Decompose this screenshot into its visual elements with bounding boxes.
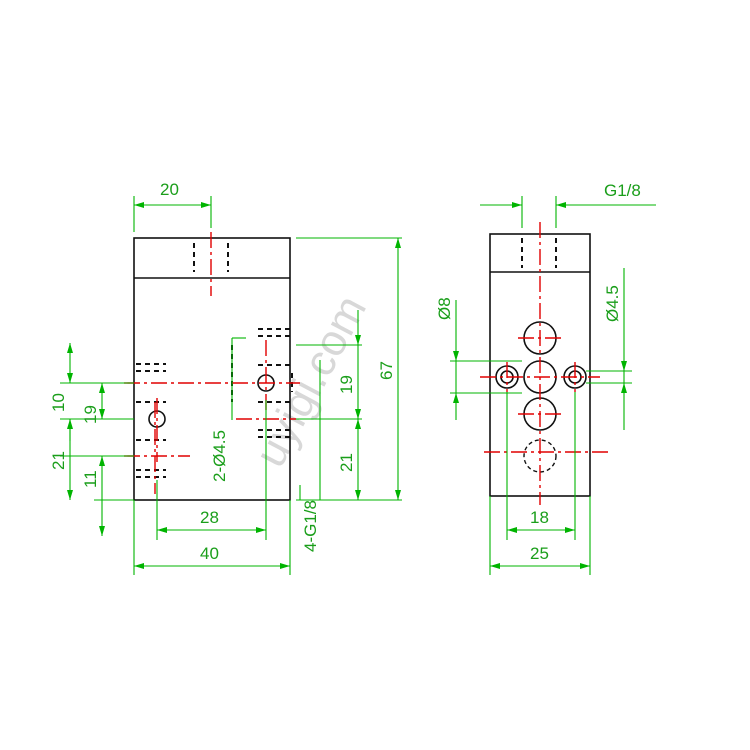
watermark-text: uyigi.com <box>246 288 377 475</box>
side-view-dimension-labels: G1/8 Ø8 Ø4.5 18 25 <box>435 181 641 563</box>
front-view-dimension-labels: 20 10 19 21 11 28 40 67 19 21 2-Ø4.5 4-G… <box>49 180 396 563</box>
dim-bottom-40: 40 <box>200 544 219 563</box>
dim-left-10: 10 <box>49 393 68 412</box>
dim-left-11: 11 <box>81 470 100 488</box>
side-view-arrowheads <box>453 202 627 569</box>
side-view: G1/8 Ø8 Ø4.5 18 25 <box>435 181 656 575</box>
dim-left-19: 19 <box>81 405 100 424</box>
dim-side-18: 18 <box>530 508 549 527</box>
front-view-arrowheads <box>67 202 401 569</box>
dim-side-25: 25 <box>530 544 549 563</box>
front-view-outline <box>133 237 291 501</box>
dim-right-67: 67 <box>377 361 396 380</box>
callout-2-holes: 2-Ø4.5 <box>210 430 229 482</box>
side-view-center-lines <box>480 222 612 505</box>
side-view-hidden-lines <box>521 238 557 268</box>
callout-4-ports: 4-G1/8 <box>301 500 320 552</box>
dim-right-19: 19 <box>337 375 356 394</box>
dim-dia-45: Ø4.5 <box>603 285 622 322</box>
dim-left-21: 21 <box>49 451 68 470</box>
front-view-center-lines <box>124 232 300 494</box>
dim-top-20: 20 <box>160 180 179 199</box>
dim-bottom-28: 28 <box>200 508 219 527</box>
dim-right-21: 21 <box>337 453 356 472</box>
front-view: 20 10 19 21 11 28 40 67 19 21 2-Ø4.5 4-G… <box>49 180 402 575</box>
dim-thread-g18: G1/8 <box>604 181 641 200</box>
dim-dia-8: Ø8 <box>435 297 454 320</box>
